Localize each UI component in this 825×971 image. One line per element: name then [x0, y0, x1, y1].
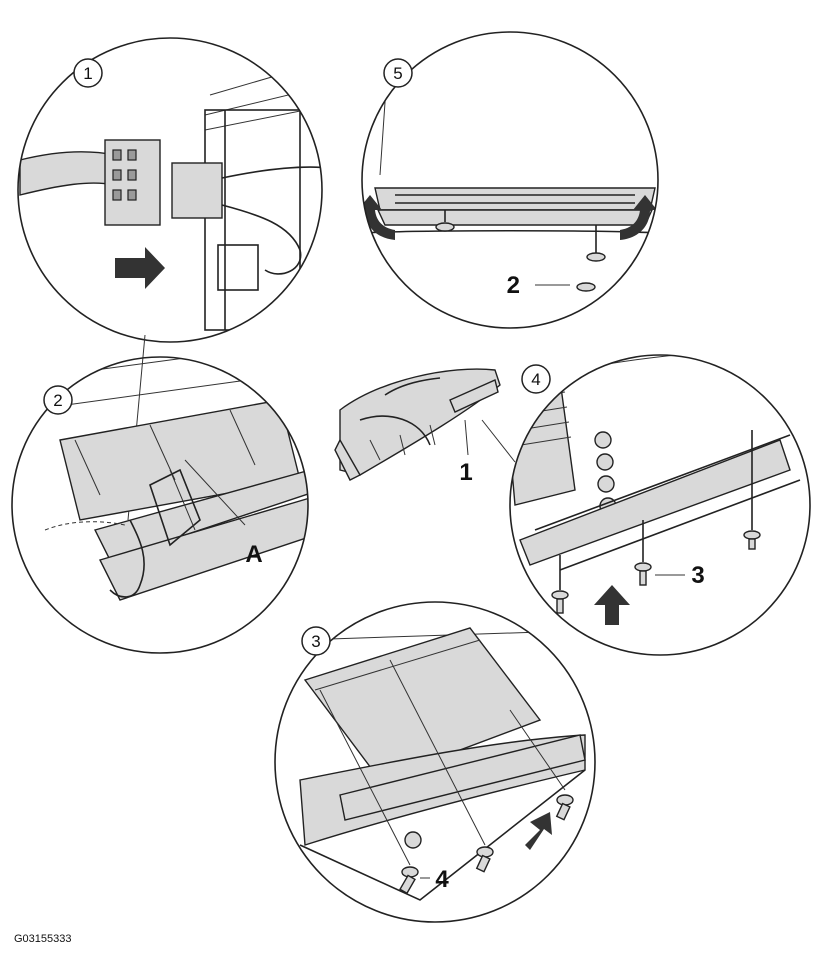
arrow-icon: [620, 195, 657, 240]
step-number-4: 4: [531, 370, 540, 389]
callout-a: A: [245, 541, 262, 568]
detail-2-glovebox-wiring: 2 A: [11, 356, 309, 654]
arrow-icon: [362, 195, 395, 240]
screw-icon: [743, 430, 761, 550]
callout-2: 2: [507, 272, 520, 299]
figure-code: G03155333: [14, 933, 72, 945]
screw-icon: [555, 794, 574, 821]
arrow-icon: [115, 247, 165, 289]
callout-3: 3: [691, 562, 704, 589]
detail-1-connector: 1: [17, 37, 323, 343]
screw-icon: [586, 225, 606, 262]
step-number-2: 2: [53, 391, 62, 410]
screw-icon: [551, 555, 569, 614]
step-number-5: 5: [393, 64, 402, 83]
step-number-3: 3: [311, 632, 320, 651]
callout-1: 1: [459, 459, 472, 486]
arrow-icon: [594, 585, 630, 625]
detail-3-glovebox-screws: 3 4: [274, 601, 596, 923]
detail-5-top-view: 5 2: [361, 31, 659, 329]
detail-4-dash-panel: 4 3: [509, 354, 811, 656]
leader-line: [481, 419, 516, 463]
screw-icon: [435, 210, 455, 232]
screw-icon: [399, 866, 419, 895]
arrow-icon: [525, 812, 552, 850]
screw-icon: [475, 846, 494, 873]
connector-icon: [104, 139, 223, 226]
step-number-1: 1: [83, 64, 92, 83]
callout-4: 4: [435, 866, 449, 893]
dashboard-overview: 1: [334, 368, 501, 486]
screw-icon: [576, 282, 596, 292]
screw-icon: [634, 520, 652, 586]
